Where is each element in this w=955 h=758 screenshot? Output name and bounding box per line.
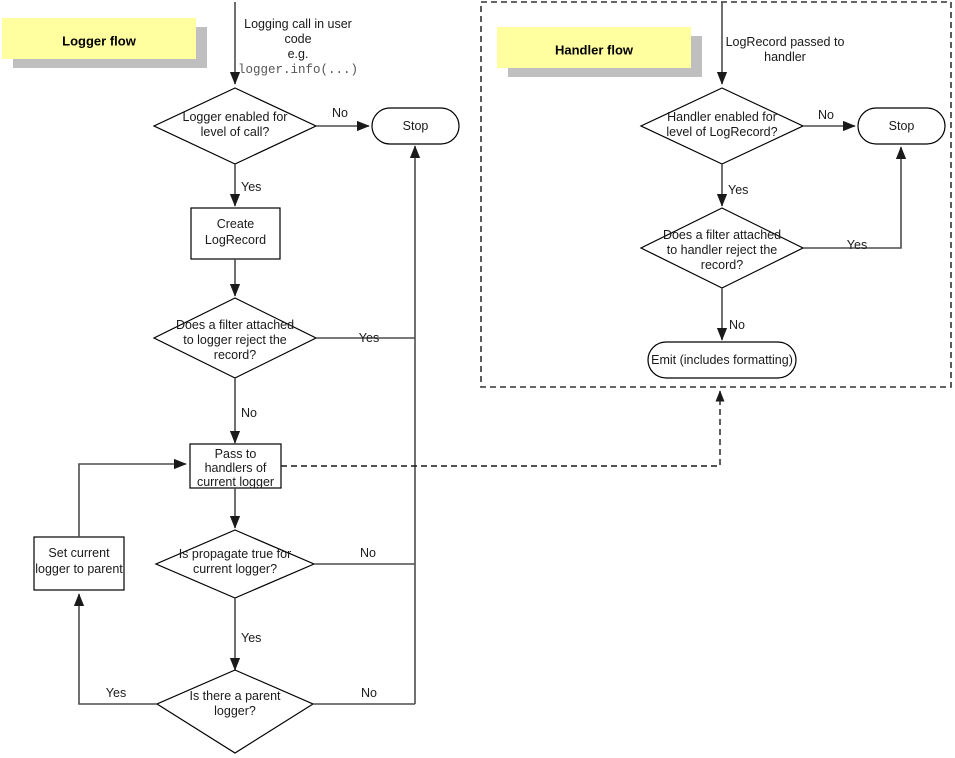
logger-entry-note-code: logger.info(...) [238,63,358,77]
create-logrecord-line-1: Create [217,217,255,231]
set-current-logger-line-2: logger to parent [35,562,123,576]
handler-entry-note-line-2: handler [764,50,806,64]
pass-to-handlers-line-3: current logger [197,475,274,489]
handler-entry-note: LogRecord passed to handler [726,35,845,64]
edge-pass-to-handler-flow [281,390,725,467]
label-handler-filter-no: No [729,318,745,332]
handler-filter-decision-line-3: record? [701,258,743,272]
emit-label: Emit (includes formatting) [651,353,793,367]
label-propagate-yes: Yes [241,631,261,645]
pass-to-handlers-process: Pass to handlers of current logger [189,443,282,489]
label-logger-level-yes: Yes [241,180,261,194]
handler-filter-decision-line-1: Does a filter attached [663,228,781,242]
handler-stop-label: Stop [889,119,915,133]
logger-filter-decision-line-1: Does a filter attached [176,318,294,332]
handler-level-decision-line-1: Handler enabled for [667,110,777,124]
logger-flow-banner-label: Logger flow [62,33,137,48]
logger-stop-label: Stop [403,119,429,133]
label-logger-level-no: No [332,106,348,120]
propagate-decision-line-2: current logger? [193,562,277,576]
label-handler-filter-yes: Yes [847,238,867,252]
logger-filter-decision: Does a filter attached to logger reject … [152,297,318,379]
handler-filter-decision: Does a filter attached to handler reject… [639,207,805,289]
pass-to-handlers-line-1: Pass to [215,447,257,461]
emit-terminator: Emit (includes formatting) [647,341,797,379]
handler-level-decision-line-2: level of LogRecord? [666,125,777,139]
logger-level-decision-line-1: Logger enabled for [183,110,288,124]
logger-filter-decision-line-3: record? [214,348,256,362]
logger-flow-banner: Logger flow [2,18,207,68]
logger-entry-note-line-1: Logging call in user [244,17,352,31]
logger-entry-note-line-2: code [284,32,311,46]
label-logger-filter-yes: Yes [359,331,379,345]
handler-flow-banner: Handler flow [497,27,702,77]
label-parent-no: No [361,686,377,700]
logger-stop-terminator: Stop [371,107,460,145]
set-current-logger-line-1: Set current [48,546,110,560]
label-logger-filter-no: No [241,406,257,420]
parent-logger-decision-line-1: Is there a parent [189,689,281,703]
handler-entry-note-line-1: LogRecord passed to [726,35,845,49]
edge-set-parent-to-pass [78,458,187,537]
parent-logger-decision: Is there a parent logger? [155,669,315,754]
label-handler-level-yes: Yes [728,183,748,197]
create-logrecord-process: Create LogRecord [190,207,281,260]
label-handler-level-no: No [818,108,834,122]
handler-stop-terminator: Stop [857,107,946,145]
set-current-logger-process: Set current logger to parent [33,536,125,591]
edge-parent-yes [73,593,157,705]
logger-level-decision-line-2: level of call? [201,125,270,139]
handler-flow-region [480,1,952,388]
logger-entry-note-line-3: e.g. [288,47,309,61]
handler-flow-banner-label: Handler flow [555,42,634,57]
label-parent-yes: Yes [106,686,126,700]
handler-filter-decision-line-2: to handler reject the [667,243,778,257]
logger-level-decision: Logger enabled for level of call? [152,87,318,165]
handler-level-decision: Handler enabled for level of LogRecord? [639,87,805,165]
logger-entry-note: Logging call in user code e.g. logger.in… [238,17,358,77]
propagate-decision: Is propagate true for current logger? [154,529,316,599]
create-logrecord-line-2: LogRecord [205,233,266,247]
propagate-decision-line-1: Is propagate true for [179,547,292,561]
pass-to-handlers-line-2: handlers of [205,461,267,475]
label-propagate-no: No [360,546,376,560]
parent-logger-decision-line-2: logger? [214,704,256,718]
edge-handler-filter-yes [803,146,907,249]
logger-filter-decision-line-2: to logger reject the [183,333,287,347]
